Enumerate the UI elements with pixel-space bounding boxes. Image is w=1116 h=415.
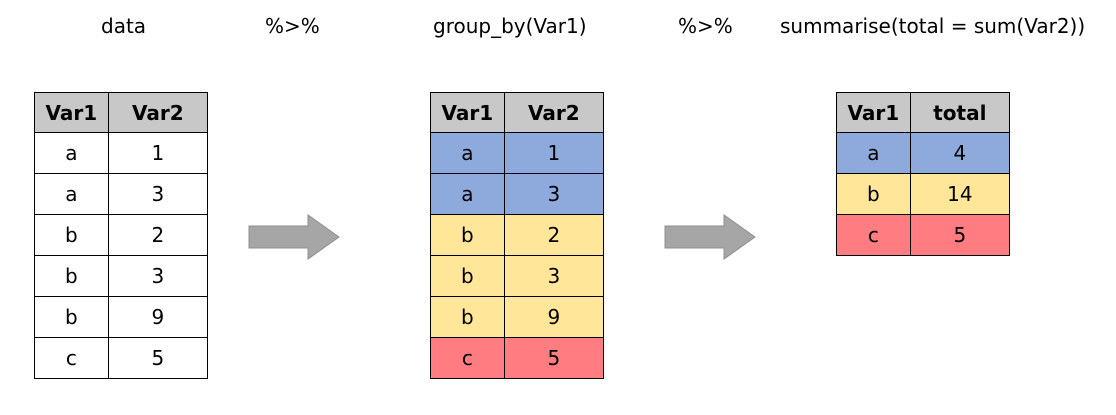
table-cell: c [34,337,109,379]
label-group-by: group_by(Var1) [433,14,587,38]
label-data: data [101,14,147,38]
table-cell: a [430,132,505,174]
table-cell: a [34,132,109,174]
arrow-right-icon [248,214,340,260]
table-cell: 3 [107,173,209,215]
column-header: total [909,92,1011,133]
table-cell: 3 [503,173,605,215]
label-pipe-1: %>% [265,14,320,38]
table-cell: 14 [909,173,1011,215]
arrow-shape [248,214,340,260]
table-cell: 1 [503,132,605,174]
column-header: Var2 [503,92,605,133]
table-cell: a [836,132,911,174]
table-cell: b [430,296,505,338]
column-header: Var1 [430,92,505,133]
table-cell: 3 [503,255,605,297]
table-cell: a [34,173,109,215]
label-pipe-2: %>% [678,14,733,38]
arrow-shape [664,214,756,260]
table-cell: 2 [107,214,209,256]
table-cell: b [836,173,911,215]
table-cell: c [430,337,505,379]
table-cell: 9 [503,296,605,338]
table-cell: b [34,214,109,256]
label-summarise: summarise(total = sum(Var2)) [780,14,1086,38]
table-cell: b [34,255,109,297]
table-cell: c [836,214,911,256]
table-cell: 5 [503,337,605,379]
table-cell: b [430,214,505,256]
table-cell: 2 [503,214,605,256]
table-cell: b [34,296,109,338]
table-cell: 5 [107,337,209,379]
table-cell: 5 [909,214,1011,256]
table-cell: b [430,255,505,297]
table-cell: 9 [107,296,209,338]
table-cell: a [430,173,505,215]
column-header: Var1 [34,92,109,133]
table-cell: 3 [107,255,209,297]
table-cell: 4 [909,132,1011,174]
arrow-right-icon [664,214,756,260]
column-header: Var2 [107,92,209,133]
table-cell: 1 [107,132,209,174]
column-header: Var1 [836,92,911,133]
